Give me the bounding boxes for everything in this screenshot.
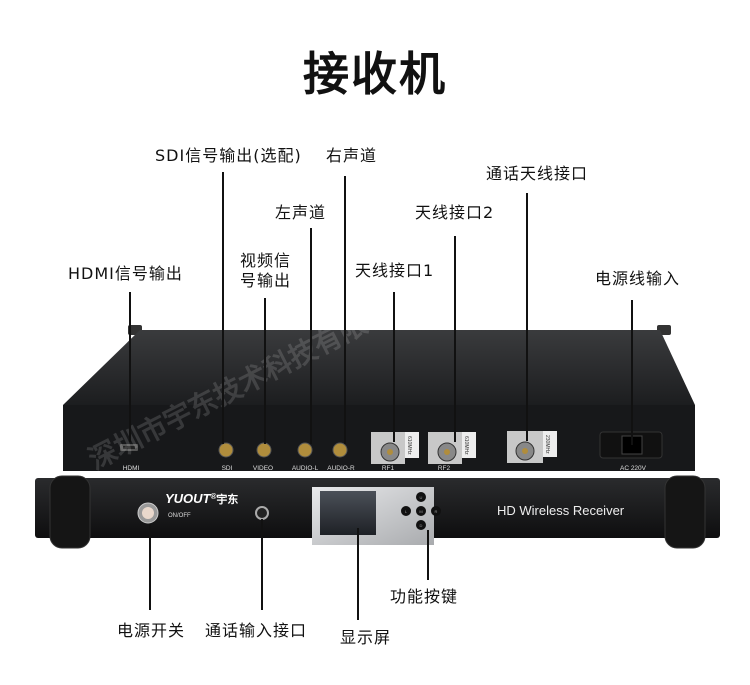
- callout-line: [261, 519, 263, 610]
- callout-line: [427, 530, 429, 580]
- port-label-video: VIDEO: [253, 465, 273, 472]
- port-label-audio-r: AUDIO-R: [327, 465, 355, 472]
- product-name: HD Wireless Receiver: [497, 503, 625, 518]
- talk-antenna-port: [507, 431, 557, 463]
- label-hdmi-output: HDMI信号输出: [68, 264, 183, 283]
- callout-line: [393, 292, 395, 442]
- freq-tag: 610MHz: [463, 436, 469, 455]
- label-talk-input: 通话输入接口: [205, 621, 308, 640]
- port-label-ac: AC 220V: [620, 465, 647, 472]
- label-display: 显示屏: [340, 628, 392, 647]
- sdi-port: [218, 442, 234, 458]
- key-l: L: [405, 509, 408, 514]
- key-d: D: [420, 523, 423, 528]
- label-power-input: 电源线输入: [595, 269, 681, 288]
- label-power-switch: 电源开关: [117, 621, 186, 640]
- label-video-output-2: 号输出: [240, 271, 292, 290]
- label-right-channel: 右声道: [326, 146, 378, 165]
- on-off-label: ON/OFF: [168, 513, 191, 519]
- key-m: M: [419, 509, 422, 514]
- brand-logo: YUOUT®宇东: [165, 491, 238, 506]
- freq-tag: 230MHz: [544, 435, 550, 454]
- video-port: [256, 442, 272, 458]
- label-left-channel: 左声道: [275, 203, 327, 222]
- label-function-keys: 功能按键: [390, 587, 459, 606]
- port-label-sdi: SDI: [222, 465, 233, 472]
- display-panel: U L M R D: [312, 487, 441, 545]
- audio-r-port: [332, 442, 348, 458]
- label-talk-antenna: 通话天线接口: [486, 164, 589, 183]
- callout-line: [264, 298, 266, 444]
- callout-line: [526, 193, 528, 441]
- rear-unit: 610MHz 610MHz 230MHz HDMI SDI VIDEO AUDI…: [63, 282, 695, 475]
- freq-tag: 610MHz: [406, 436, 412, 455]
- audio-l-port: [297, 442, 313, 458]
- port-label-rf1: RF1: [382, 465, 395, 472]
- callout-line: [129, 292, 131, 442]
- key-r: R: [435, 509, 438, 514]
- rf1-port: [371, 432, 419, 464]
- callout-line: [222, 172, 224, 444]
- rf2-port: [428, 432, 476, 464]
- callout-line: [357, 528, 359, 620]
- label-antenna-1: 天线接口1: [355, 261, 435, 280]
- port-label-rf2: RF2: [438, 465, 451, 472]
- page-title: 接收机: [303, 47, 447, 101]
- label-antenna-2: 天线接口2: [415, 203, 495, 222]
- callout-line: [631, 300, 633, 445]
- front-unit: YUOUT®宇东 ON/OFF U L M R D HD Wireless Re…: [35, 475, 720, 549]
- port-label-hdmi: HDMI: [123, 465, 140, 472]
- callout-line: [454, 236, 456, 442]
- label-sdi-output: SDI信号输出(选配): [155, 146, 302, 165]
- callout-line: [310, 228, 312, 444]
- key-u: U: [420, 495, 423, 500]
- function-keys: [401, 492, 441, 530]
- label-video-output-1: 视频信: [240, 251, 292, 270]
- display-screen: [320, 491, 376, 535]
- talk-input-knob: [255, 506, 269, 520]
- callout-line: [149, 524, 151, 610]
- power-switch: [137, 502, 159, 524]
- callout-line: [344, 176, 346, 444]
- port-label-audio-l: AUDIO-L: [292, 465, 319, 472]
- hdmi-port: [120, 444, 138, 451]
